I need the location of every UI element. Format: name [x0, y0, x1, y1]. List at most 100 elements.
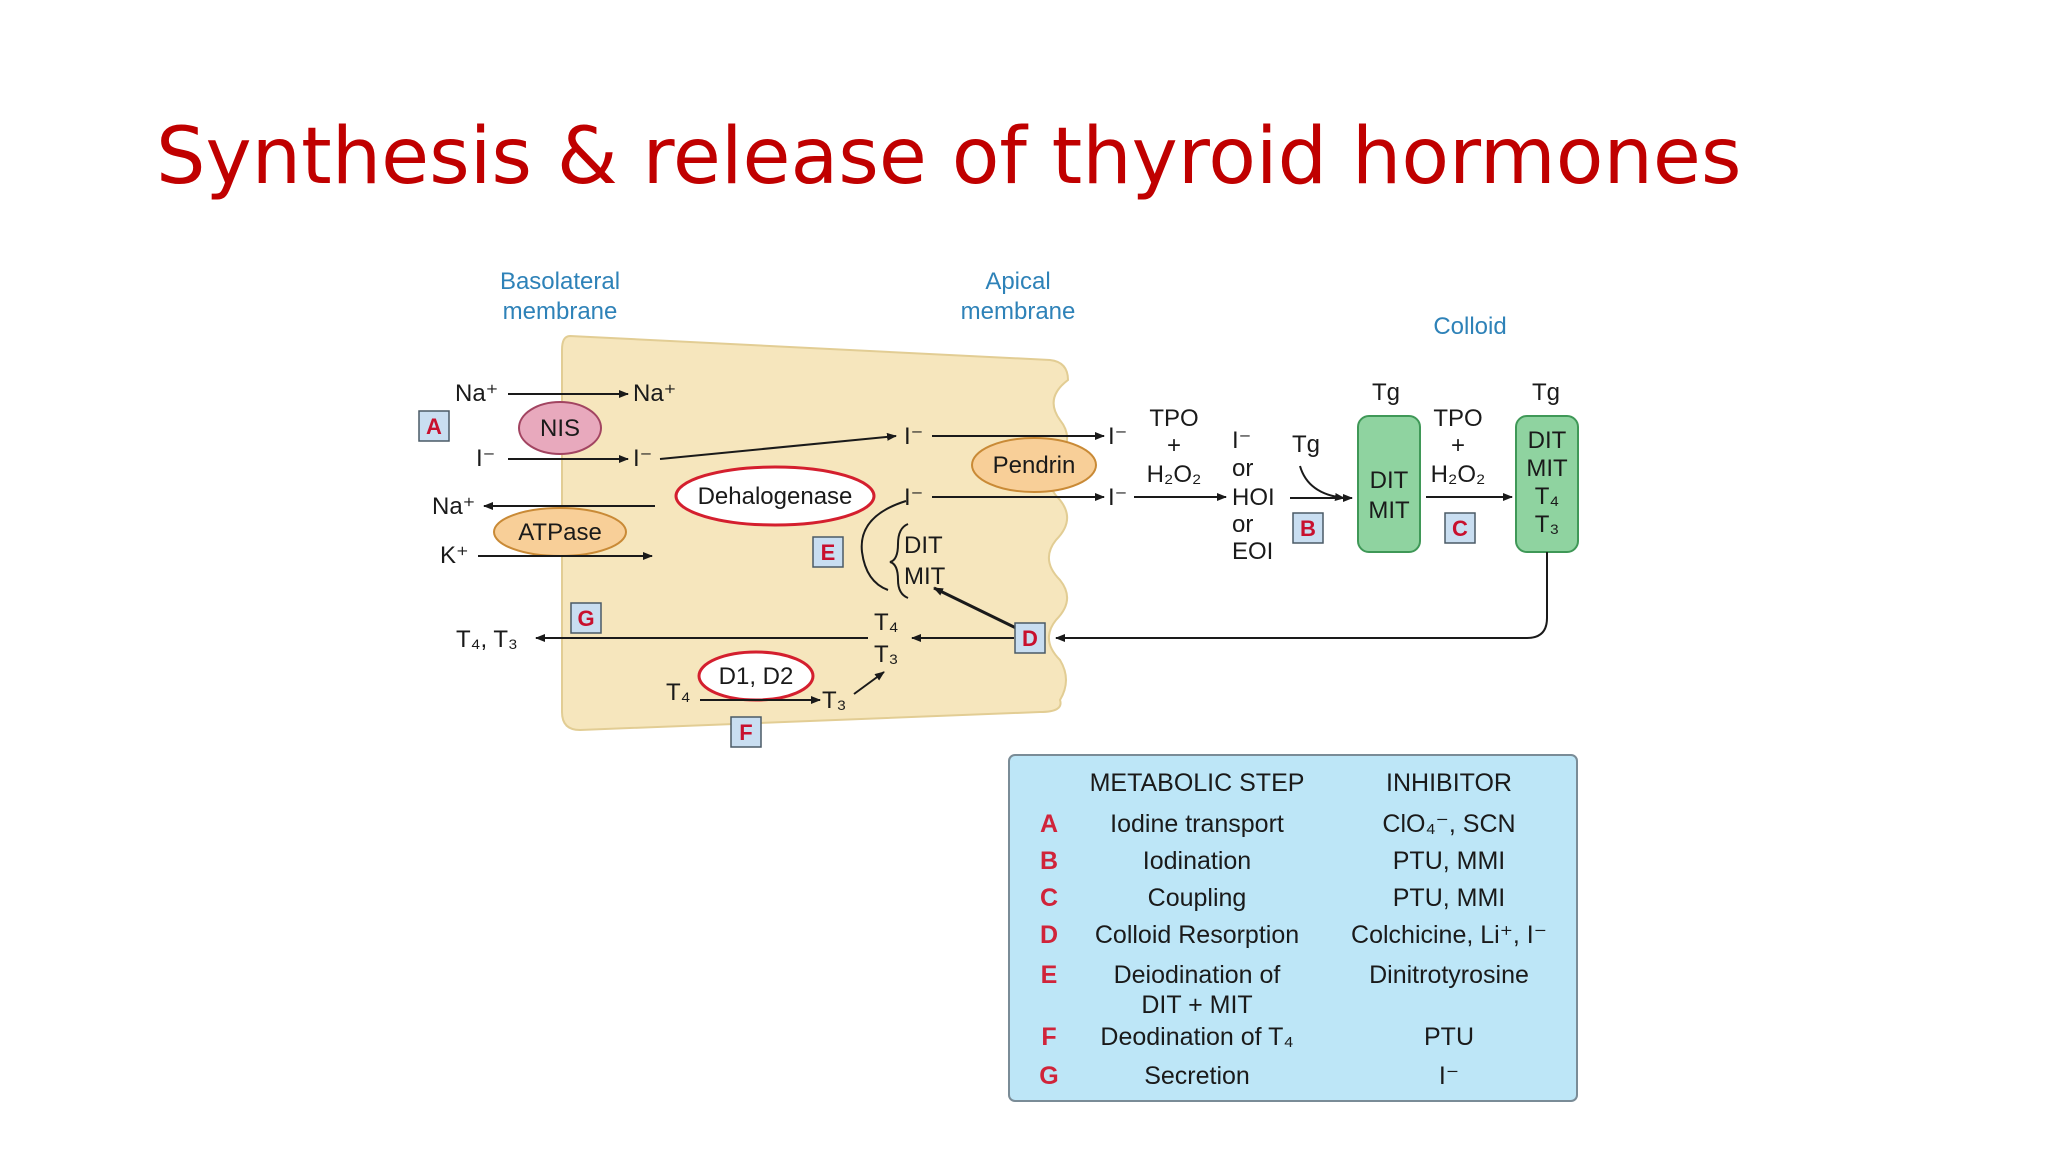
- t3-tg2-label: T₃: [1535, 511, 1559, 538]
- t3-rejoin-arrow: [853, 671, 885, 695]
- tpo-label-1: TPO: [1149, 405, 1198, 432]
- na-efflux-label: Na⁺: [432, 493, 475, 520]
- tg-label-3: Tg: [1532, 379, 1560, 406]
- hoi-label: HOI: [1232, 484, 1275, 511]
- step-box-b: [1292, 512, 1324, 544]
- table-row-inhibitor: I⁻: [1439, 1062, 1459, 1090]
- table-row-letter: B: [1040, 847, 1058, 875]
- table-row-inhibitor: Dinitrotyrosine: [1369, 961, 1529, 989]
- plus-label-1: +: [1167, 432, 1181, 459]
- table-row-inhibitor: PTU, MMI: [1393, 884, 1506, 912]
- apical-label-line2: membrane: [961, 298, 1076, 325]
- h2o2-label-1: H₂O₂: [1147, 461, 1202, 488]
- pendrin-transporter: [971, 437, 1097, 493]
- table-row-inhibitor: ClO₄⁻, SCN: [1382, 810, 1515, 838]
- table-row-letter: A: [1040, 810, 1058, 838]
- slide-title: Synthesis & release of thyroid hormones: [156, 112, 1742, 202]
- or-label-2: or: [1232, 511, 1253, 538]
- dit-tg-label: DIT: [1370, 467, 1409, 494]
- table-row-step: Secretion: [1144, 1062, 1250, 1090]
- step-box-letter-e: E: [821, 540, 836, 565]
- step-box-letter-g: G: [577, 606, 594, 631]
- resorption-path: [1055, 552, 1548, 642]
- step-box-letter-d: D: [1022, 626, 1038, 651]
- step-box-letter-f: F: [739, 720, 752, 745]
- dit-mit-brace: [889, 523, 909, 599]
- mit-tg-label: MIT: [1368, 497, 1410, 524]
- table-row-step-line2: DIT + MIT: [1141, 991, 1252, 1019]
- table-row-inhibitor: PTU: [1424, 1023, 1474, 1051]
- dit-tg2-label: DIT: [1528, 427, 1567, 454]
- or-label-1: or: [1232, 455, 1253, 482]
- nis-label: NIS: [540, 415, 580, 442]
- table-row-letter: D: [1040, 921, 1058, 949]
- atpase-label: ATPase: [518, 519, 602, 546]
- proteolysis-to-dit-mit-arrow: [933, 586, 1017, 630]
- apical-label-line1: Apical: [985, 268, 1050, 295]
- table-row-inhibitor: PTU, MMI: [1393, 847, 1506, 875]
- table-header-inhibitor: INHIBITOR: [1386, 769, 1512, 797]
- step-box-g: [570, 602, 602, 634]
- table-row-step: Coupling: [1148, 884, 1247, 912]
- mit-cell-label: MIT: [904, 563, 946, 590]
- table-header-step: METABOLIC STEP: [1090, 769, 1305, 797]
- inhibitor-table-panel: [1008, 754, 1578, 1102]
- eoi-label: EOI: [1232, 538, 1273, 565]
- plus-label-2: +: [1451, 432, 1465, 459]
- mit-tg2-label: MIT: [1526, 455, 1568, 482]
- table-row-step: Colloid Resorption: [1095, 921, 1299, 949]
- k-label: K⁺: [440, 542, 469, 569]
- table-row-step: Deodination of T₄: [1100, 1023, 1293, 1051]
- t4-peripheral-label: T₄: [666, 679, 690, 706]
- step-box-letter-a: A: [426, 414, 442, 439]
- iodide-out-label: I⁻: [476, 445, 495, 472]
- iodide-oxidized-label: I⁻: [1232, 427, 1251, 454]
- table-row-letter: F: [1041, 1023, 1056, 1051]
- t4-t3-secreted-label: T₄, T₃: [456, 626, 518, 653]
- iodide-apical-label: I⁻: [904, 423, 923, 450]
- basolateral-label-line2: membrane: [503, 298, 618, 325]
- na-out-label: Na⁺: [455, 380, 498, 407]
- table-row-step: Deiodination of: [1114, 961, 1281, 989]
- t4-cell-label: T₄: [874, 609, 898, 636]
- t3-peripheral-label: T₃: [822, 687, 846, 714]
- table-row-letter: E: [1041, 961, 1058, 989]
- step-boxes: A B C D E F G: [418, 410, 1476, 748]
- table-row-letter: G: [1039, 1062, 1058, 1090]
- step-box-e: [812, 536, 844, 568]
- d1-d2-label: D1, D2: [719, 663, 794, 690]
- t4-tg2-label: T₄: [1535, 483, 1559, 510]
- step-box-a: [418, 410, 450, 442]
- step-box-c: [1444, 512, 1476, 544]
- step-box-letter-c: C: [1452, 516, 1468, 541]
- dehalogenase-enzyme: [674, 465, 876, 527]
- table-row-letter: C: [1040, 884, 1058, 912]
- step-box-letter-b: B: [1300, 516, 1316, 541]
- h2o2-label-2: H₂O₂: [1431, 461, 1486, 488]
- nis-transporter: [518, 401, 602, 455]
- tg-label-2: Tg: [1372, 379, 1400, 406]
- dit-cell-label: DIT: [904, 532, 943, 559]
- basolateral-label-line1: Basolateral: [500, 268, 620, 295]
- pendrin-label: Pendrin: [993, 452, 1076, 479]
- iodide-lumen2-label: I⁻: [1108, 484, 1127, 511]
- t3-cell-label: T₃: [874, 641, 898, 668]
- iodide-cell-label: I⁻: [633, 445, 652, 472]
- tg-iodinated-box: [1357, 415, 1421, 553]
- tg-label-1: Tg: [1292, 431, 1320, 458]
- iodide-to-apical-arrow: [659, 432, 897, 460]
- follicular-cell: [561, 334, 1070, 732]
- colloid-label: Colloid: [1433, 313, 1506, 340]
- tg-incorporation-curve: [1299, 465, 1345, 501]
- iodide-lumen-label: I⁻: [1108, 423, 1127, 450]
- tpo-label-2: TPO: [1433, 405, 1482, 432]
- na-in-label: Na⁺: [633, 380, 676, 407]
- iodide-recycled-label: I⁻: [904, 484, 923, 511]
- deiodination-arc: [860, 500, 907, 591]
- step-box-d: [1014, 622, 1046, 654]
- table-row-inhibitor: Colchicine, Li⁺, I⁻: [1351, 921, 1547, 949]
- table-row-step: Iodine transport: [1110, 810, 1284, 838]
- step-box-f: [730, 716, 762, 748]
